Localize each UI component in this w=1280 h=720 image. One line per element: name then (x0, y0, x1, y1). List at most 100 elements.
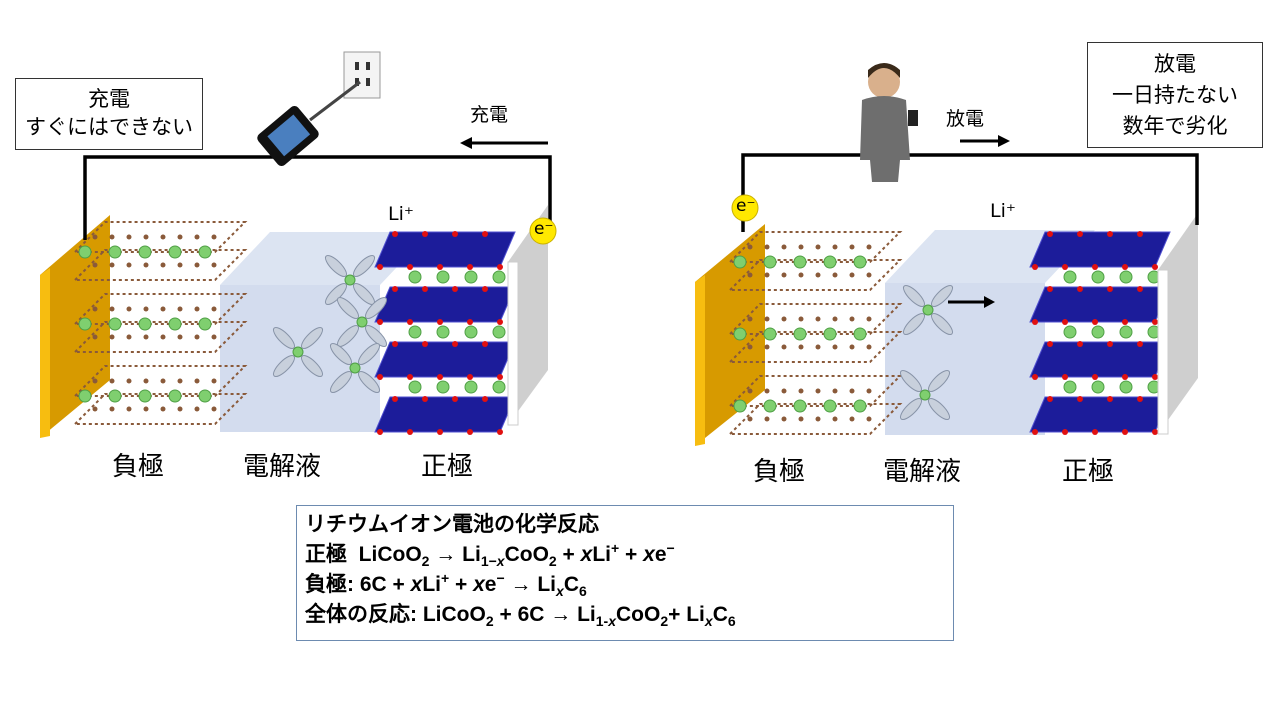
carbon-atom (143, 306, 149, 312)
carbon-atom (126, 262, 132, 268)
oxygen-atom (1137, 286, 1143, 292)
oxygen-atom (467, 319, 473, 325)
carbon-atom (194, 306, 200, 312)
charging-note-subtitle: すぐにはできない (25, 115, 193, 139)
carbon-atom (160, 378, 166, 384)
lithium-ion (108, 317, 122, 331)
carbon-atom (781, 416, 787, 422)
charging-note-box: 充電 すぐにはできない (15, 78, 203, 150)
oxygen-atom (467, 374, 473, 380)
carbon-atom (211, 334, 217, 340)
oxygen-atom (497, 374, 503, 380)
chemical-reaction-box: リチウムイオン電池の化学反応 正極 LiCoO2 → Li1−xCoO2 + x… (296, 505, 954, 641)
oxygen-atom (422, 231, 428, 237)
oxygen-atom (1152, 429, 1158, 435)
carbon-atom (109, 306, 115, 312)
solvated-li-ions (272, 254, 388, 394)
cobalt-oxide-layer (1029, 286, 1171, 323)
oxygen-atom (452, 341, 458, 347)
graphite-sheet (727, 303, 903, 335)
carbon-atom (92, 378, 98, 384)
lithium-ion (138, 317, 152, 331)
carbon-atom (211, 406, 217, 412)
lithium-ion (853, 327, 867, 341)
carbon-atom (160, 262, 166, 268)
graphite-sheet (727, 259, 903, 291)
lithium-ion (1091, 325, 1105, 339)
oxygen-atom (422, 341, 428, 347)
carbon-atom (211, 378, 217, 384)
carbon-atom (849, 316, 855, 322)
oxygen-atom (467, 429, 473, 435)
lithium-ion (464, 270, 478, 284)
oxygen-atom (1047, 396, 1053, 402)
charging-battery (40, 51, 557, 438)
oxygen-atom (1152, 374, 1158, 380)
lithium-ion (108, 245, 122, 259)
lithium-ion (733, 327, 747, 341)
person-using-phone-icon (860, 63, 918, 182)
carbon-atom (832, 244, 838, 250)
lithium-ion (198, 389, 212, 403)
carbon-atom (143, 378, 149, 384)
oxygen-atom (1152, 264, 1158, 270)
lithium-ion (733, 255, 747, 269)
oxygen-atom (407, 264, 413, 270)
lithium-ion (763, 255, 777, 269)
carbon-atom (747, 416, 753, 422)
solvent-molecule (902, 284, 926, 308)
carbon-atom (832, 388, 838, 394)
electrolyte-label: 電解液 (883, 457, 962, 487)
lithium-ion (492, 380, 506, 394)
carbon-atom (211, 262, 217, 268)
cathode-prefix: 正極 (305, 543, 347, 566)
carbon-atom (143, 262, 149, 268)
oxygen-atom (1032, 319, 1038, 325)
discharging-battery (695, 63, 1199, 446)
carbon-atom (832, 344, 838, 350)
oxygen-atom (1077, 396, 1083, 402)
carbon-atom (109, 378, 115, 384)
carbon-atom (815, 344, 821, 350)
graphite-sheet (727, 403, 903, 435)
oxygen-atom (392, 286, 398, 292)
anode-label: 負極 (753, 457, 806, 487)
oxygen-atom (497, 264, 503, 270)
carbon-atom (177, 334, 183, 340)
oxygen-atom (1137, 231, 1143, 237)
lithium-ion (464, 325, 478, 339)
carbon-atom (849, 344, 855, 350)
carbon-atom (764, 344, 770, 350)
oxygen-atom (377, 374, 383, 380)
carbon-atom (194, 334, 200, 340)
carbon-atom (177, 406, 183, 412)
graphite-sheet (72, 221, 248, 253)
cathode-equation: LiCoO2 → Li1−xCoO2 + xLi+ + xe− (358, 540, 675, 570)
electrolyte-label: 電解液 (243, 452, 322, 482)
carbon-atom (764, 272, 770, 278)
solvent-molecule (357, 370, 381, 394)
lithium-ion (1063, 380, 1077, 394)
oxygen-atom (437, 374, 443, 380)
oxygen-atom (407, 374, 413, 380)
lithium-ion (168, 245, 182, 259)
electron-label: e⁻ (534, 219, 554, 239)
lithium-ion (408, 380, 422, 394)
anode-current-collector (40, 215, 110, 438)
lithium-ion (1091, 270, 1105, 284)
electron-label: e⁻ (736, 196, 756, 216)
graphite-sheet (72, 393, 248, 425)
carbon-atom (815, 272, 821, 278)
carbon-atom (194, 378, 200, 384)
lithium-ion (349, 362, 361, 374)
carbon-atom (781, 316, 787, 322)
carbon-atom (866, 388, 872, 394)
lithium-ion (78, 245, 92, 259)
oxygen-atom (1152, 319, 1158, 325)
discharging-note-line: 数年で劣化 (1122, 114, 1228, 138)
oxygen-atom (437, 429, 443, 435)
overall-prefix: 全体の反応: (305, 603, 417, 626)
lithium-ion (356, 316, 368, 328)
carbon-atom (143, 334, 149, 340)
